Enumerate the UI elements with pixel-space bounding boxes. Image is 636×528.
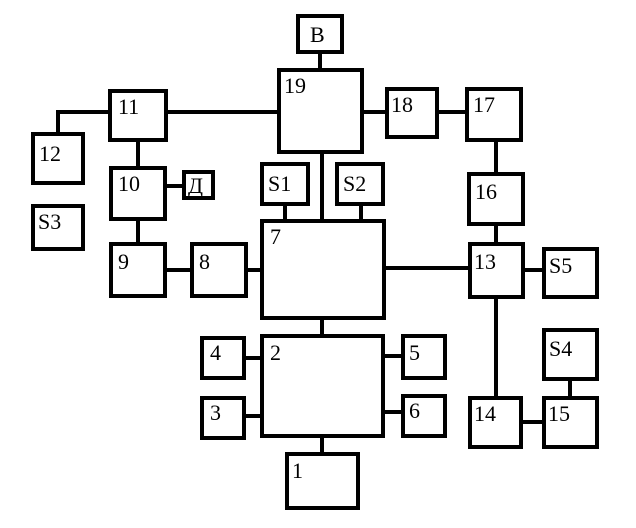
block-7-label: 7 [270, 224, 281, 249]
block-14: 14 [468, 396, 523, 449]
block-s2-label: S2 [343, 171, 366, 196]
block-6-label: 6 [409, 398, 420, 423]
block-s3-label: S3 [38, 209, 61, 234]
block-14-label: 14 [474, 401, 496, 426]
block-9-label: 9 [118, 249, 129, 274]
block-6: 6 [401, 394, 447, 438]
block-3-label: 3 [210, 400, 221, 425]
block-9: 9 [109, 242, 167, 298]
block-4-label: 4 [210, 340, 221, 365]
block-8: 8 [190, 242, 248, 298]
block-d: Д [182, 170, 215, 200]
block-s5: S5 [542, 247, 599, 299]
block-7: 7 [260, 219, 386, 320]
block-19: 19 [277, 68, 364, 154]
block-17-label: 17 [473, 92, 495, 117]
block-17: 17 [465, 87, 523, 142]
block-16-label: 16 [475, 179, 497, 204]
block-1-label: 1 [292, 458, 303, 483]
block-s1-label: S1 [268, 171, 291, 196]
block-s3: S3 [31, 204, 85, 251]
block-3: 3 [200, 396, 246, 440]
block-d-label: Д [188, 173, 203, 198]
block-12-label: 12 [39, 141, 61, 166]
block-19-label: 19 [284, 73, 306, 98]
block-4: 4 [200, 336, 246, 380]
block-11-label: 11 [118, 94, 139, 119]
block-18: 18 [385, 87, 439, 139]
block-2: 2 [260, 334, 385, 438]
block-12: 12 [31, 132, 85, 185]
block-s4-label: S4 [549, 336, 572, 361]
block-15-label: 15 [548, 401, 570, 426]
block-13-label: 13 [474, 249, 496, 274]
block-5: 5 [401, 334, 447, 380]
block-15: 15 [542, 396, 599, 449]
block-11: 11 [108, 89, 168, 142]
line-11-12 [56, 110, 110, 134]
block-s4: S4 [542, 328, 599, 381]
block-10: 10 [109, 166, 167, 221]
connections [56, 52, 572, 454]
block-8-label: 8 [199, 249, 210, 274]
block-s5-label: S5 [549, 253, 572, 278]
block-b-label: В [310, 22, 325, 47]
block-s2: S2 [335, 162, 385, 206]
block-10-label: 10 [118, 171, 140, 196]
block-s1: S1 [260, 162, 310, 206]
block-18-label: 18 [391, 92, 413, 117]
block-5-label: 5 [409, 340, 420, 365]
block-2-label: 2 [270, 340, 281, 365]
block-13: 13 [468, 242, 525, 299]
block-b: В [296, 14, 344, 54]
block-16: 16 [467, 172, 525, 226]
block-1: 1 [285, 452, 360, 510]
